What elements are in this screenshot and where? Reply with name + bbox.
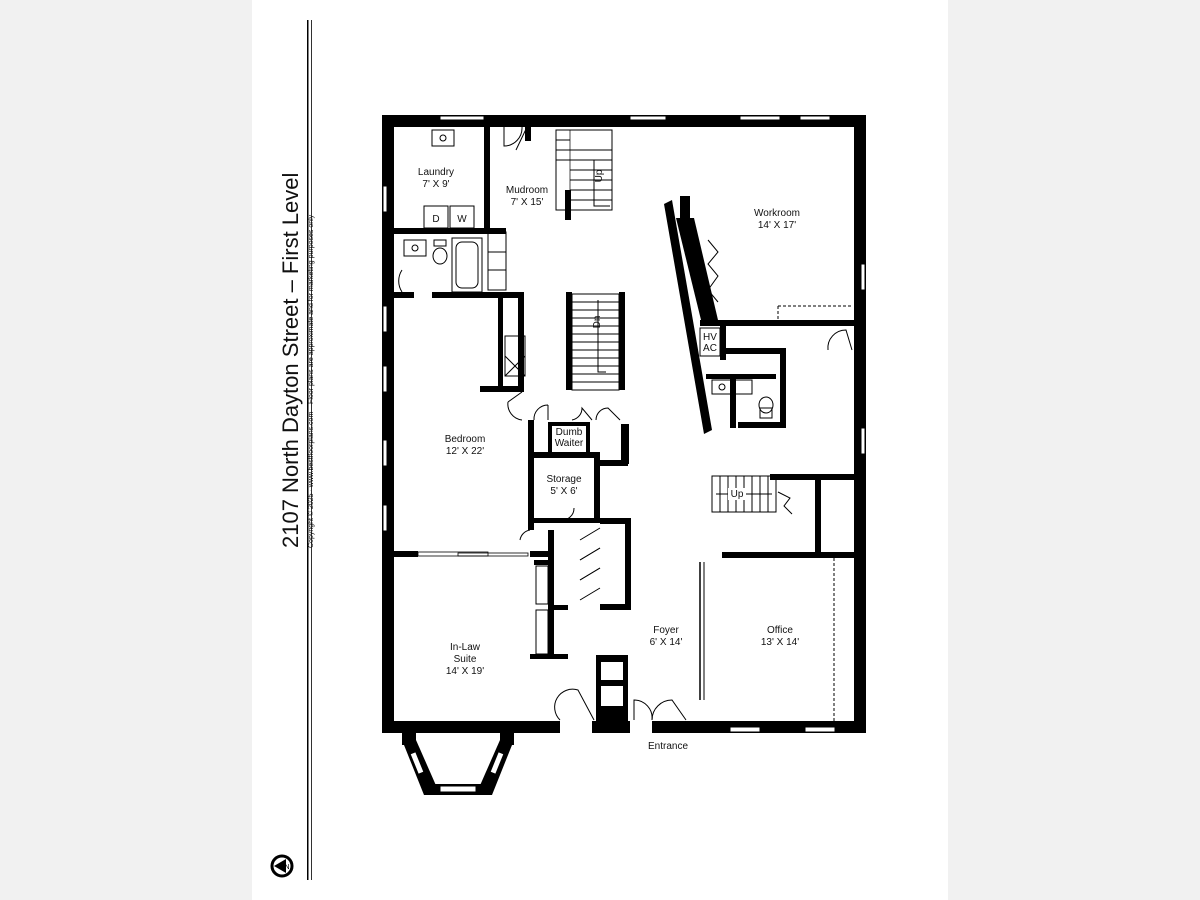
inlaw-line2: Suite <box>454 654 477 665</box>
foyer-size: 6' X 14' <box>650 637 683 648</box>
mudroom-size: 7' X 15' <box>511 197 544 208</box>
plan-title: 2107 North Dayton Street – First Level <box>278 173 303 548</box>
mudroom-name: Mudroom <box>506 185 548 196</box>
stair-center: Dn <box>566 292 625 391</box>
foyer-name: Foyer <box>653 625 679 636</box>
laundry-name: Laundry <box>418 167 454 178</box>
stair-up-right-label: Up <box>731 489 744 500</box>
title-rule-line-thin <box>311 20 312 880</box>
stair-top: Up <box>555 129 613 211</box>
fixtures: D W HV AC <box>403 129 774 655</box>
office-size: 13' X 14' <box>761 637 799 648</box>
laundry-size: 7' X 9' <box>422 179 449 190</box>
stair-down-label: Dn <box>592 316 603 329</box>
title-block: 2107 North Dayton Street – First Level <box>278 173 303 548</box>
door-swings <box>398 126 853 721</box>
bedroom-size: 12' X 22' <box>446 446 484 457</box>
room-labels: Laundry 7' X 9' Mudroom 7' X 15' Workroo… <box>418 167 800 752</box>
hvac-label-line1: HV <box>703 332 717 343</box>
inlaw-size: 14' X 19' <box>446 666 484 677</box>
stair-up-top-label: Up <box>594 169 605 182</box>
storage-name: Storage <box>546 474 581 485</box>
hvac-label-line2: AC <box>703 343 717 354</box>
dryer-label: D <box>432 214 439 225</box>
inlaw-line1: In-Law <box>450 642 481 653</box>
storage-size: 5' X 6' <box>550 486 577 497</box>
north-label: N <box>284 864 289 871</box>
title-rule-line <box>307 20 309 880</box>
interior-walls <box>394 127 854 721</box>
entrance-label: Entrance <box>648 741 688 752</box>
office-name: Office <box>767 625 793 636</box>
dashed-lines <box>699 305 852 721</box>
north-arrow-icon: N <box>270 854 294 878</box>
bedroom-name: Bedroom <box>445 434 486 445</box>
dumbwaiter-line1: Dumb <box>556 427 583 438</box>
dumbwaiter-line2: Waiter <box>555 438 584 449</box>
windows <box>382 115 866 793</box>
workroom-name: Workroom <box>754 208 800 219</box>
workroom-size: 14' X 17' <box>758 220 796 231</box>
stair-right: Up <box>711 475 793 515</box>
washer-label: W <box>457 214 467 225</box>
